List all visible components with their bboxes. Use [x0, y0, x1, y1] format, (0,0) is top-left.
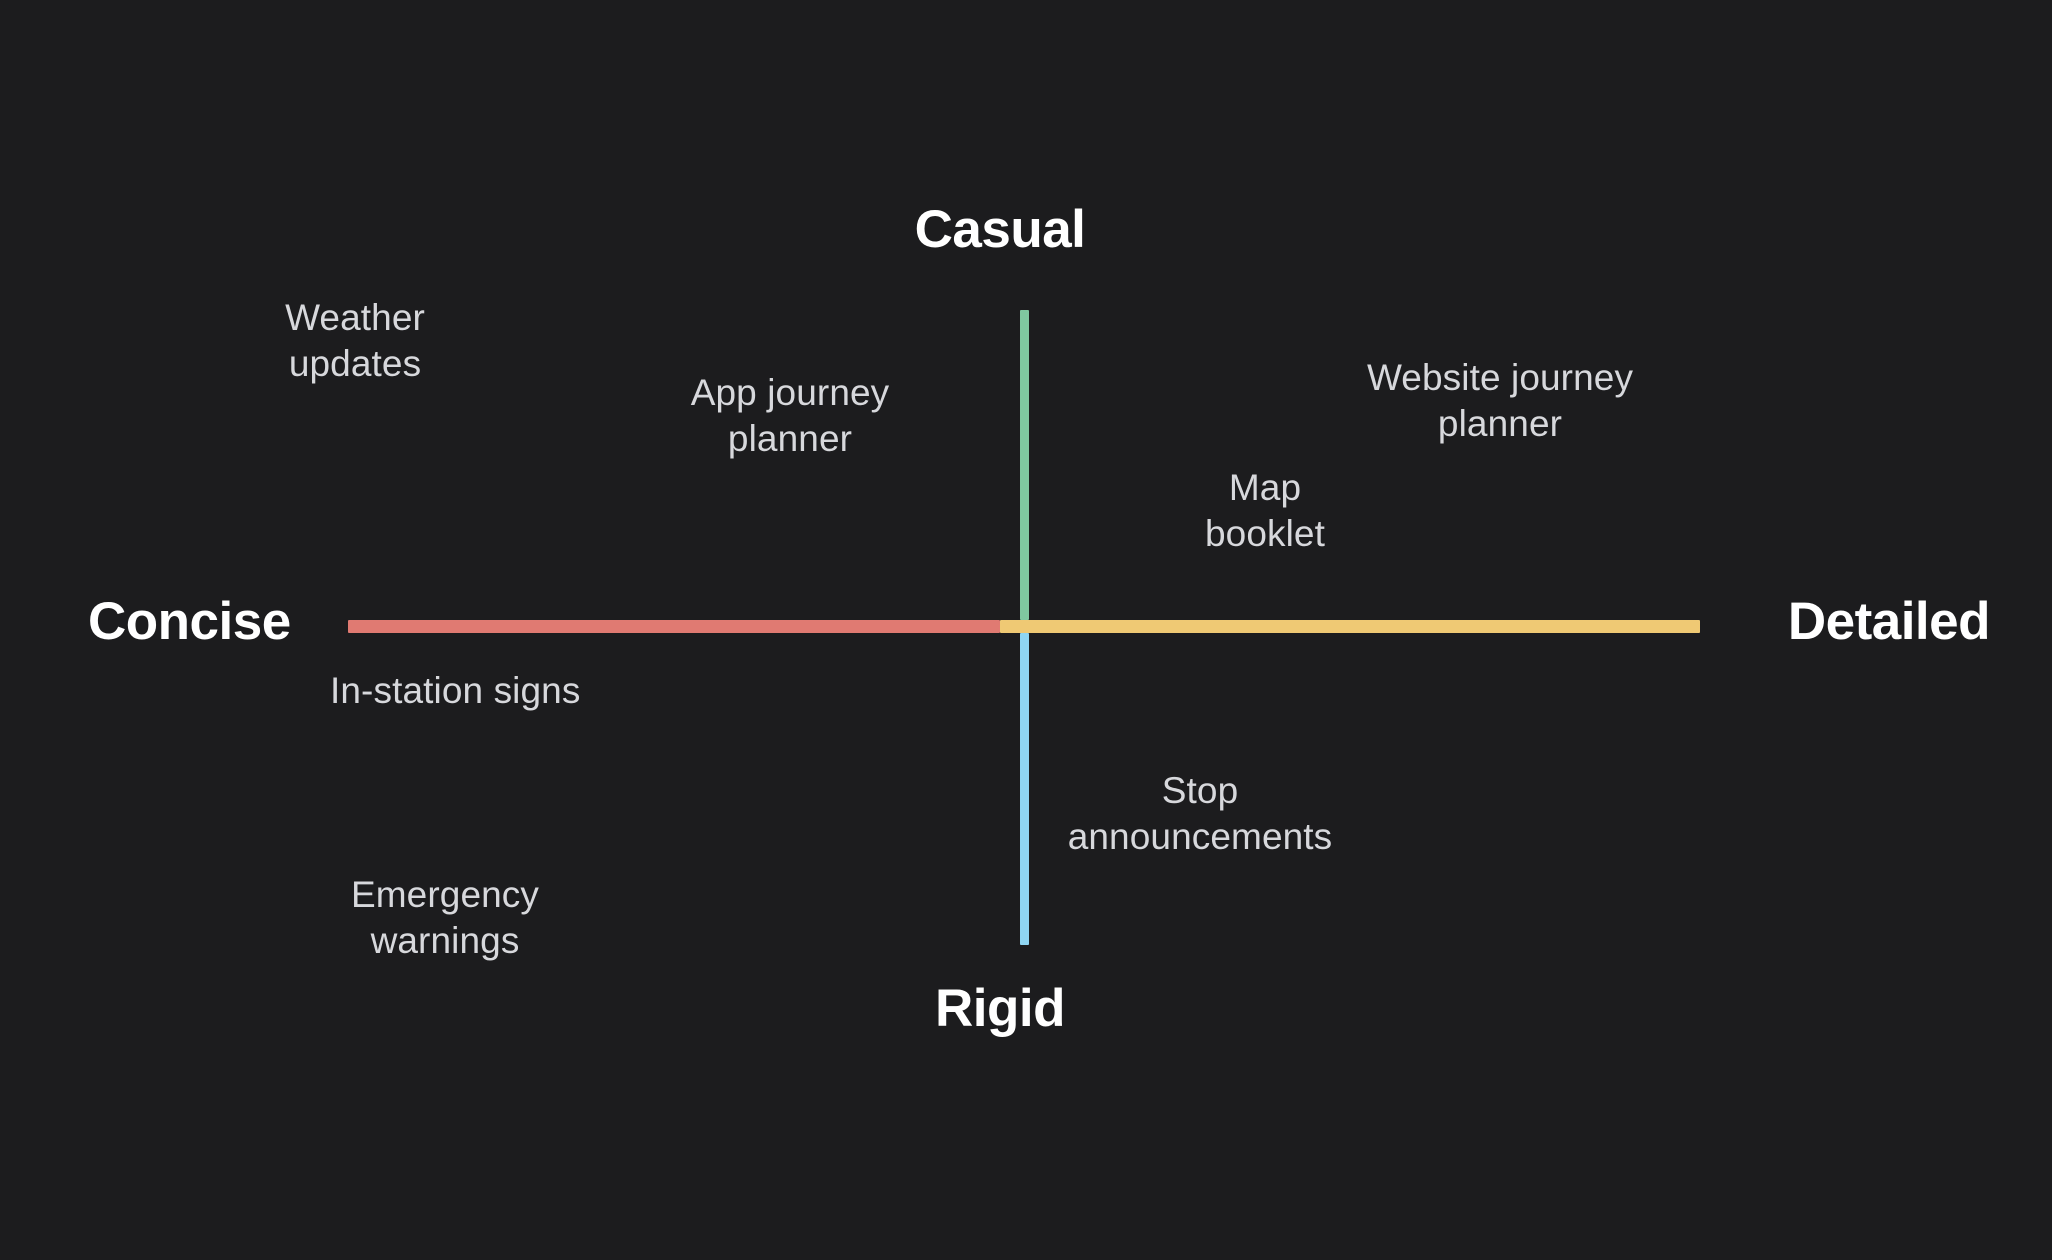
axis-pole-label-casual: Casual — [914, 200, 1086, 259]
matrix-item-app-journey-planner: App journey planner — [690, 372, 890, 460]
axis-right-detailed-line — [1000, 620, 1700, 633]
matrix-item-weather-updates: Weather updates — [285, 297, 425, 385]
matrix-item-stop-announcements: Stop announcements — [1067, 770, 1333, 858]
matrix-item-emergency-warnings: Emergency warnings — [350, 874, 540, 962]
matrix-item-website-journey-planner: Website journey planner — [1366, 357, 1634, 445]
axis-bottom-rigid-line — [1020, 633, 1029, 945]
axis-pole-label-concise: Concise — [88, 592, 291, 651]
matrix-item-map-booklet: Map booklet — [1204, 467, 1325, 555]
axis-pole-label-detailed: Detailed — [1787, 592, 1991, 651]
axis-top-casual-line — [1020, 310, 1029, 620]
axis-pole-label-rigid: Rigid — [935, 979, 1065, 1038]
matrix-item-in-station-signs: In-station signs — [330, 670, 581, 711]
axis-left-concise-line — [348, 620, 1000, 633]
